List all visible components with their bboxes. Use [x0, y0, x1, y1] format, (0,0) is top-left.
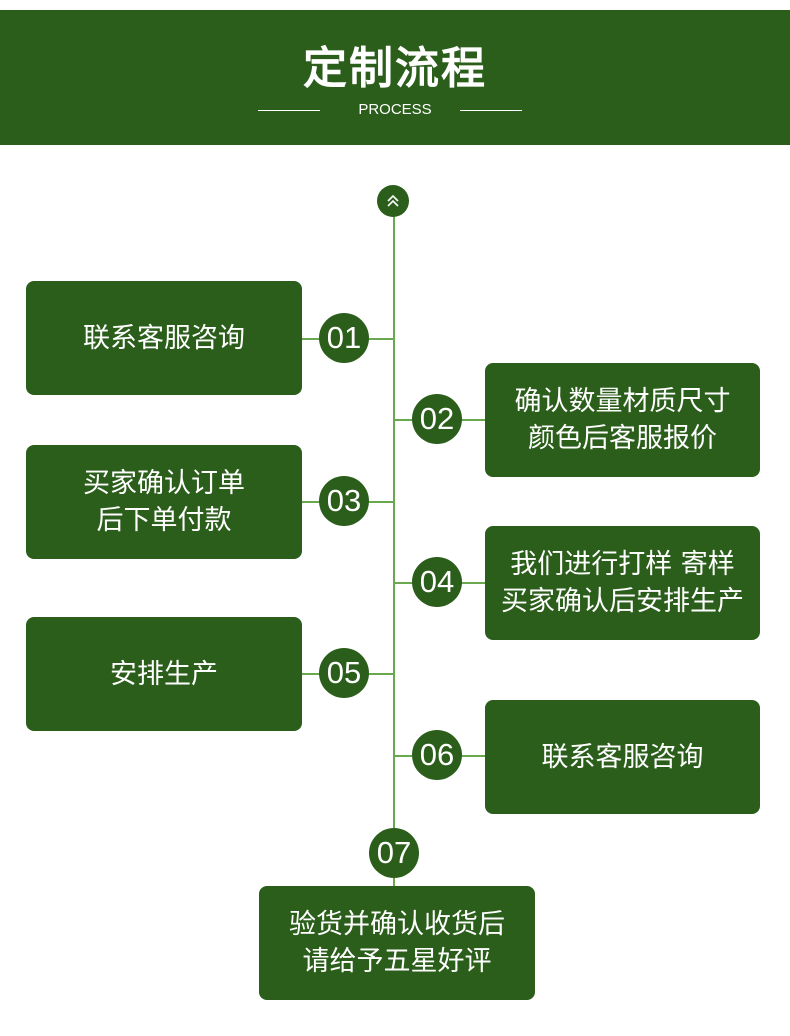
step-text-line: 买家确认后安排生产 [501, 586, 744, 617]
step-box-04: 我们进行打样 寄样 买家确认后安排生产 [485, 526, 760, 640]
step-box-02: 确认数量材质尺寸 颜色后客服报价 [485, 363, 760, 477]
step-text-line: 联系客服咨询 [83, 322, 245, 354]
step-number-01: 01 [319, 313, 369, 363]
page-subtitle: PROCESS [358, 101, 432, 118]
step-number-02: 02 [412, 394, 462, 444]
step-box-01: 联系客服咨询 [26, 281, 302, 395]
step-box-05: 安排生产 [26, 617, 302, 731]
page-title: 定制流程 [303, 43, 487, 94]
step-number-06: 06 [412, 730, 462, 780]
double-chevron-up-icon [377, 185, 409, 217]
step-text-line: 我们进行打样 寄样 [510, 549, 735, 580]
divider-right [460, 110, 522, 111]
step-number-05: 05 [319, 648, 369, 698]
step-text-line: 验货并确认收货后 [289, 909, 505, 940]
step-text-line: 买家确认订单 [83, 468, 245, 499]
step-number-03: 03 [319, 476, 369, 526]
step-number-07: 07 [369, 828, 419, 878]
divider-left [258, 110, 320, 111]
step-text-line: 联系客服咨询 [541, 741, 704, 773]
step-text-line: 请给予五星好评 [302, 946, 492, 977]
step-text-line: 后下单付款 [96, 505, 232, 536]
step-box-03: 买家确认订单 后下单付款 [26, 445, 302, 559]
step-text-line: 颜色后客服报价 [528, 423, 717, 454]
step-number-04: 04 [412, 557, 462, 607]
header-banner: 定制流程 PROCESS [0, 10, 790, 145]
step-text-line: 安排生产 [110, 658, 218, 690]
timeline-line [393, 210, 395, 890]
step-box-07: 验货并确认收货后 请给予五星好评 [259, 886, 535, 1000]
step-text-line: 确认数量材质尺寸 [514, 386, 731, 417]
step-box-06: 联系客服咨询 [485, 700, 760, 814]
